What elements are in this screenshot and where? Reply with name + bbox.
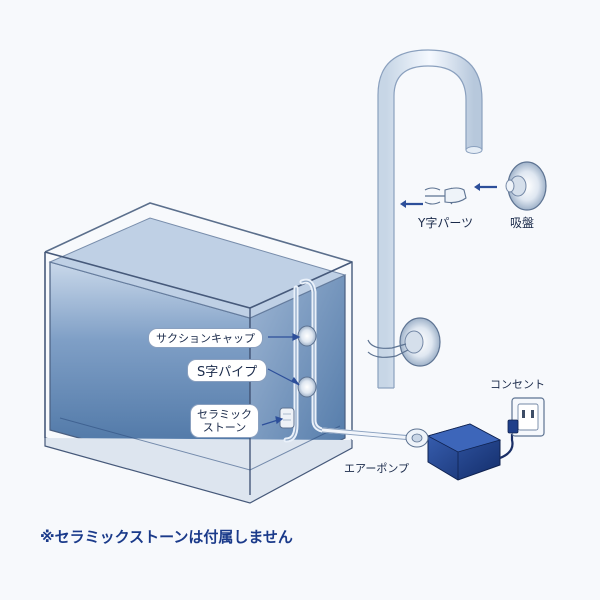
aquarium-tank (44, 202, 353, 504)
arrow-left-icon (474, 183, 497, 191)
hook-pipe (377, 49, 483, 389)
ceramic-stone-icon (279, 407, 295, 429)
leader-lines (261, 333, 301, 426)
footnote: ※セラミックストーンは付属しません (40, 528, 293, 546)
outlet-icon (507, 397, 545, 437)
ceramic-stone-line2: ストーン (202, 421, 247, 434)
power-cord (499, 434, 514, 460)
suction-cap-lower-icon (297, 376, 317, 398)
air-tube (321, 427, 413, 441)
ceramic-stone-line1: セラミック (197, 408, 252, 421)
air-pump-icon (405, 423, 502, 481)
y-part-icon (424, 187, 467, 205)
suction-cap-tag: サクションキャップ (148, 328, 263, 348)
detached-suction-cup-icon (505, 161, 547, 211)
hook-suction-cup-icon (367, 317, 441, 367)
outlet-label: コンセント (490, 378, 545, 391)
arrow-left-icon (400, 200, 423, 208)
suction-cap-upper-icon (297, 325, 317, 347)
s-pipe (283, 278, 423, 443)
y-part-label: Y字パーツ (418, 216, 474, 230)
ceramic-stone-tag: セラミック ストーン (190, 404, 259, 438)
suction-cup-label: 吸盤 (510, 216, 535, 230)
air-pump-label: エアーポンプ (344, 462, 410, 475)
s-pipe-tag: S字パイプ (187, 359, 268, 382)
